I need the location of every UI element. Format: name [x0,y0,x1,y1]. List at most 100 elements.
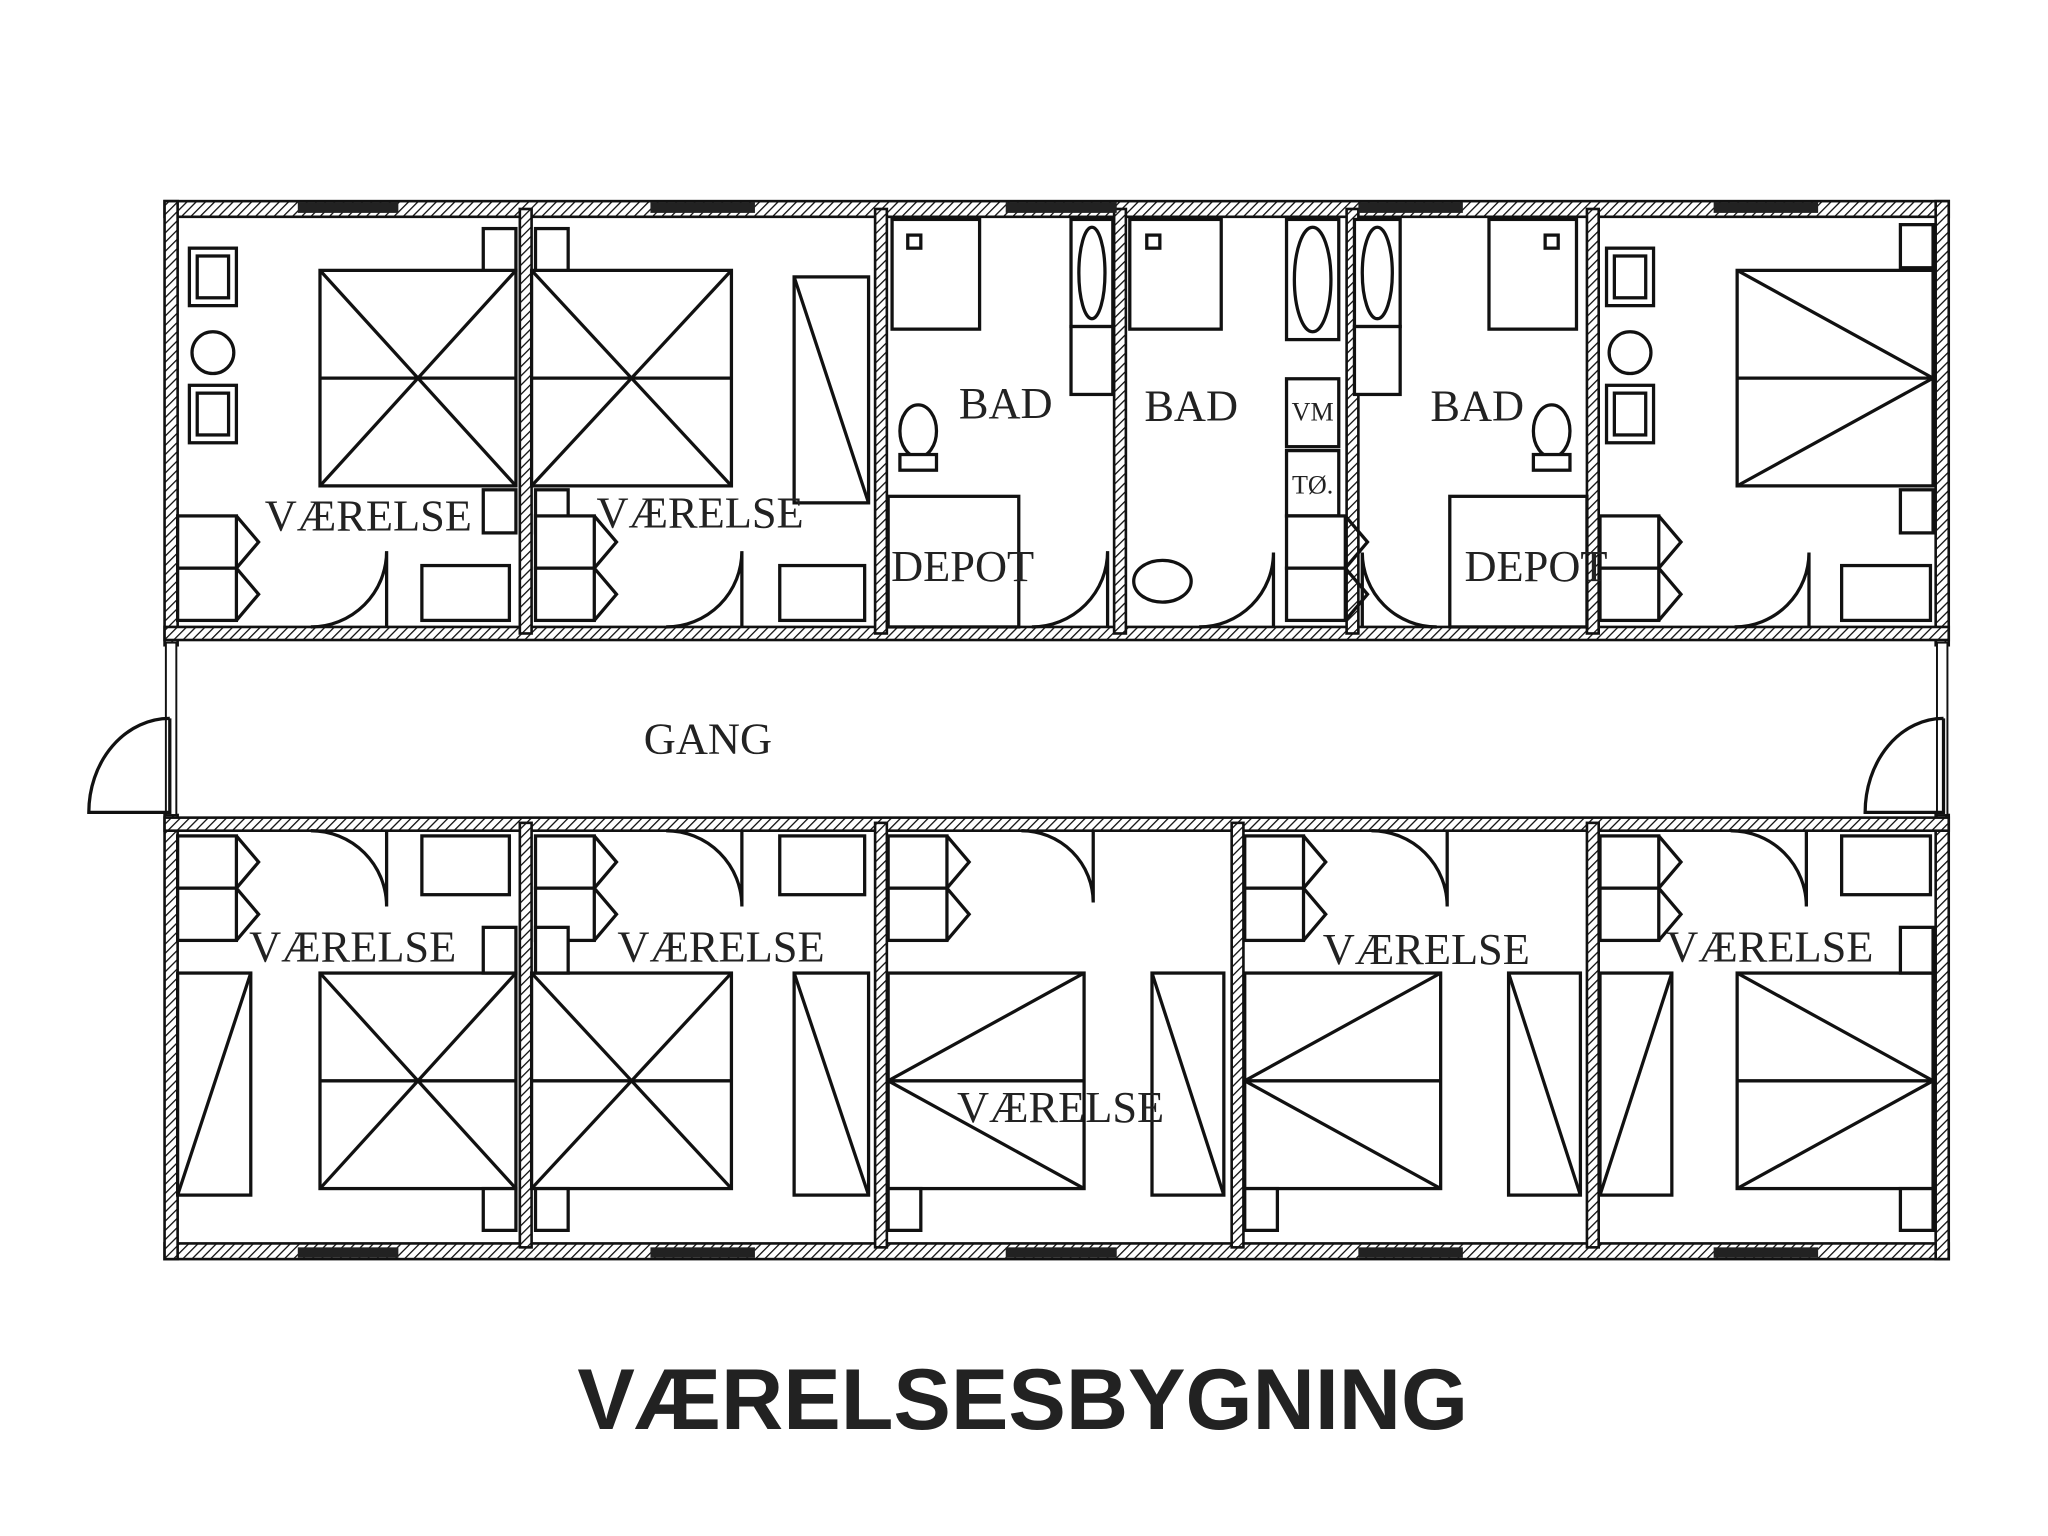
wardrobe [886,834,949,890]
wall [1230,821,1245,1249]
closet-line [176,972,253,1196]
chair-seat [195,391,231,437]
wardrobe [1284,514,1347,570]
washing-machine-label: VM [1292,398,1334,427]
wardrobe-door [944,834,972,942]
wall [873,207,889,635]
shower [1487,217,1579,331]
nightstand [533,1186,570,1232]
wardrobe [886,886,949,943]
wardrobe-door [592,834,619,942]
wardrobe [1598,514,1661,570]
toilet [1531,403,1572,459]
door-swing [1734,552,1811,629]
dryer [1284,448,1341,518]
window [1005,1247,1117,1258]
room-label: VÆRELSE [596,488,803,538]
wardrobe [1598,834,1661,890]
door-swing [1730,829,1808,907]
wardrobe [1598,886,1661,943]
wall [163,199,179,647]
depot-wall [1448,494,1589,629]
nightstand [481,925,518,975]
closet-line [792,972,871,1196]
wardrobe-door [1343,514,1370,622]
nightstand [533,925,570,975]
wardrobe [176,886,239,943]
wardrobe-door [592,514,619,622]
closet-line [1598,972,1674,1196]
window [650,1247,755,1258]
wall [1585,207,1600,635]
bathroom-label: BAD [1144,381,1238,431]
wall [163,625,1951,642]
washing-machine [1284,377,1341,449]
nightstand [886,1186,923,1232]
wardrobe [1243,886,1306,943]
nightstand [533,226,570,272]
window [1713,202,1819,213]
nightstand [481,488,518,535]
window [1358,1247,1463,1258]
wardrobe [1598,566,1661,623]
toilet-tank [1531,452,1572,472]
door-swing [1031,551,1110,629]
desk [1839,563,1933,623]
bed-line [887,971,1085,1083]
wardrobe [176,514,239,570]
wardrobe-door [1656,514,1684,622]
room-label: VÆRELSE [617,921,824,971]
closet-line [1150,972,1226,1196]
depot-wall [886,494,1021,629]
entrance-door-left [87,716,172,815]
dryer-label: TØ. [1292,471,1333,500]
drain [1543,233,1560,250]
wall [163,816,1951,832]
bed-line [1736,971,1934,1083]
bed-line [1243,1079,1442,1191]
toilet [1132,558,1193,604]
drain [1145,233,1162,250]
nightstand [1243,1186,1280,1232]
wall [518,207,533,635]
wardrobe-door [1656,834,1684,942]
wardrobe-door [1301,834,1328,942]
wall [1345,207,1360,635]
desk [1839,834,1933,897]
basin [1077,225,1107,321]
bathroom-label: BAD [959,378,1053,428]
wall [1934,813,1951,1261]
chair-seat [195,254,231,300]
desk [778,834,867,897]
corridor-label: GANG [644,714,772,764]
wardrobe [533,566,596,623]
bed-line [318,269,518,487]
desk [778,563,867,623]
room-label: VÆRELSE [1666,921,1873,971]
nightstand [1898,223,1935,270]
wall [1112,207,1128,635]
wall [1934,199,1951,647]
wardrobe [1243,834,1306,890]
bed-line [530,269,733,487]
wall [873,821,889,1249]
wardrobe-door [234,514,261,622]
window [650,202,755,213]
window [1005,202,1117,213]
shower [1128,217,1223,331]
drain [906,233,923,250]
door-swing [1371,829,1449,907]
room-label: VÆRELSE [265,490,472,540]
wardrobe [533,834,596,890]
desk [420,834,512,897]
wardrobe [1284,566,1347,623]
chair-seat [1612,254,1648,300]
nightstand [1898,925,1935,975]
wardrobe-door [234,834,261,942]
table [1607,330,1653,376]
walls [163,199,1951,1261]
bathroom-label: BAD [1430,381,1524,431]
furniture [87,217,1946,1232]
door-swing [1360,552,1437,629]
